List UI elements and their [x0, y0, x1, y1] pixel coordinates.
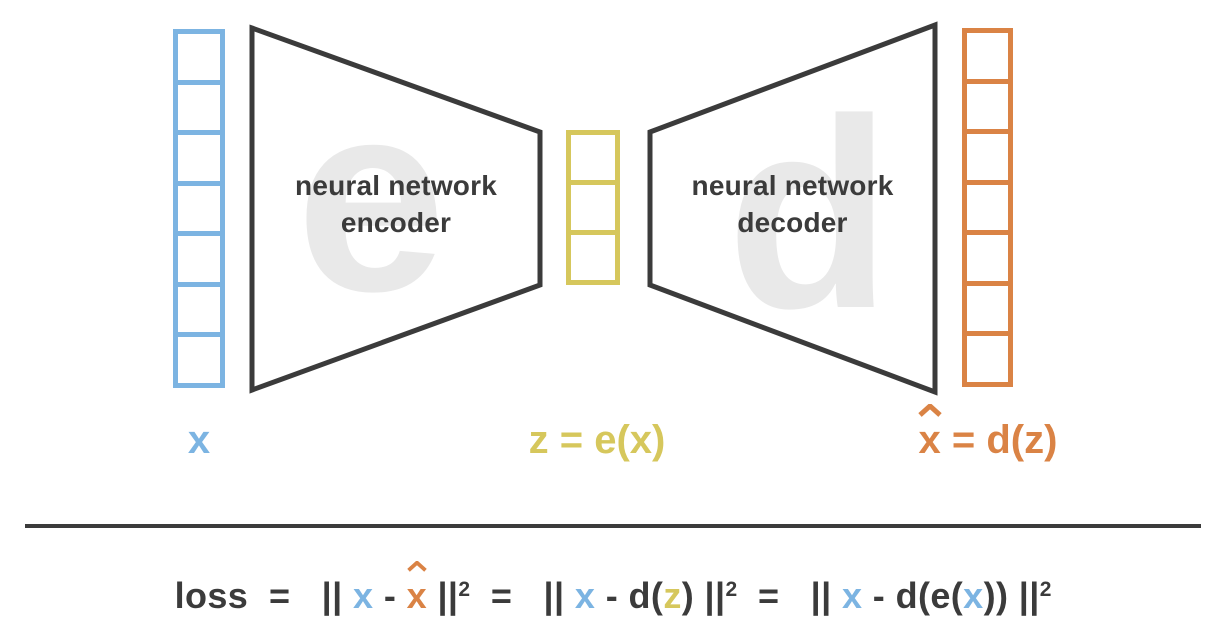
formula-de-open: d(e( [895, 575, 964, 616]
formula-loss-word: loss [174, 575, 249, 616]
encoder-watermark-letter: e [295, 47, 447, 348]
vector-cell [173, 180, 225, 237]
vector-cell [173, 29, 225, 85]
vector-cell [962, 78, 1013, 135]
decoder-title-line1: neural network [691, 170, 894, 201]
vector-cell [962, 179, 1013, 236]
formula-norm-close: || [427, 575, 459, 616]
formula-minus: - [862, 575, 896, 616]
formula-squared: 2 [725, 578, 738, 601]
loss-formula: loss = || x - x ||2 = || x - d(z) ||2 = … [0, 561, 1226, 620]
vector-cell [962, 230, 1013, 286]
x-hat-symbol: x [917, 404, 942, 462]
vector-cell [173, 231, 225, 287]
latent-vector-label: z = e(x) [528, 418, 666, 462]
formula-d-open: d( [628, 575, 664, 616]
formula-norm-open: || [321, 575, 354, 616]
formula-equals: = [470, 575, 544, 616]
vector-cell [962, 129, 1013, 185]
output-label-rest: = d(z) [940, 418, 1058, 462]
vector-cell [962, 28, 1013, 84]
decoder-title: neural network decoder [650, 167, 935, 241]
formula-norm-open: || [810, 575, 842, 616]
formula-norm-open: || [543, 575, 575, 616]
output-vector [962, 28, 1013, 388]
input-vector [173, 29, 225, 389]
vector-cell [173, 332, 225, 389]
formula-norm-close: )) || [983, 575, 1040, 616]
formula-x: x [841, 575, 863, 616]
vector-cell [566, 230, 620, 285]
encoder-title: neural network encoder [252, 167, 540, 241]
formula-x-hat: x [406, 561, 428, 620]
vector-cell [962, 331, 1013, 388]
output-label-x: x [918, 418, 941, 462]
hat-icon [407, 561, 427, 572]
formula-minus: - [595, 575, 629, 616]
decoder-trapezoid [647, 21, 938, 396]
formula-xhat-letter: x [406, 575, 428, 616]
formula-x: x [574, 575, 596, 616]
formula-minus: - [373, 575, 407, 616]
formula-norm-close: ) || [681, 575, 726, 616]
formula-z: z [663, 575, 682, 616]
vector-cell [173, 130, 225, 186]
vector-cell [962, 280, 1013, 337]
decoder-title-line2: decoder [737, 207, 848, 238]
encoder-title-line2: encoder [340, 207, 452, 238]
separator-line [25, 524, 1201, 528]
decoder-watermark-letter: d [726, 64, 892, 365]
formula-x: x [353, 575, 374, 616]
vector-cell [566, 180, 620, 235]
formula-squared: 2 [1039, 578, 1052, 601]
hat-icon [917, 404, 942, 417]
formula-squared: 2 [458, 578, 471, 601]
formula-equals: = [737, 575, 811, 616]
formula-equals: = [248, 575, 322, 616]
vector-cell [173, 79, 225, 136]
vector-cell [566, 130, 620, 185]
encoder-trapezoid [249, 24, 543, 394]
input-vector-label: x [187, 418, 211, 462]
latent-vector [566, 130, 620, 285]
formula-x: x [963, 575, 984, 616]
encoder-title-line1: neural network [295, 170, 497, 201]
vector-cell [173, 281, 225, 338]
output-vector-label: x = d(z) [888, 404, 1088, 462]
